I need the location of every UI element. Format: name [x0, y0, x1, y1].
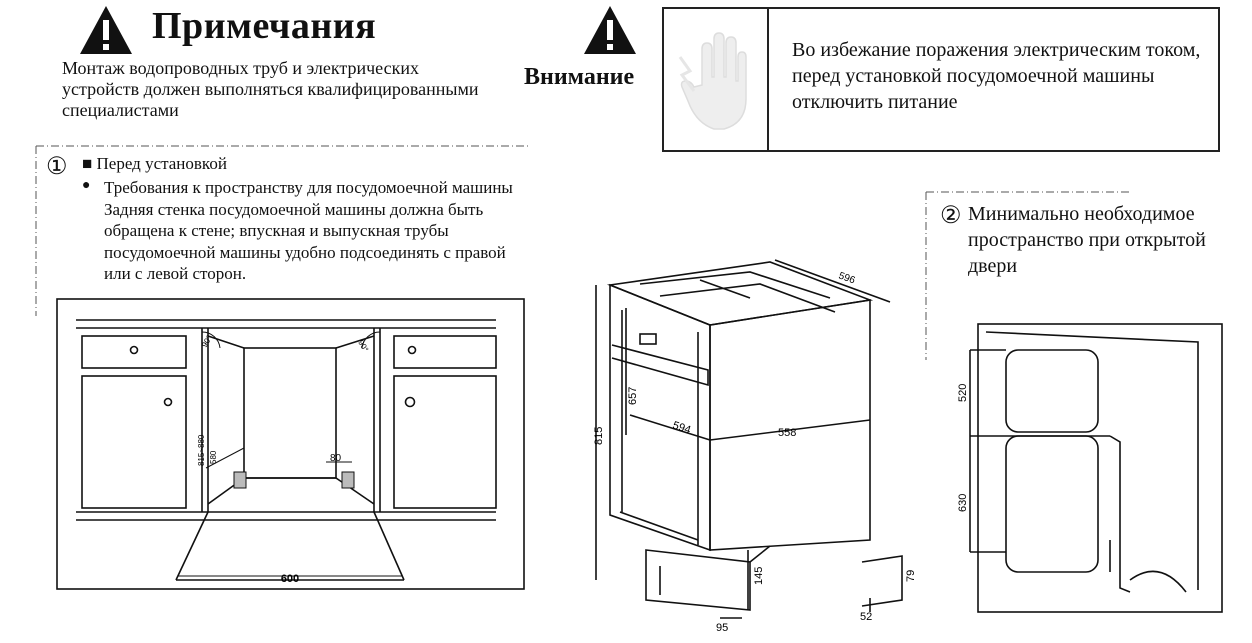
dim-630: 630 — [957, 494, 969, 512]
dim-95: 95 — [716, 622, 728, 634]
warning-triangle-icon — [80, 6, 132, 54]
dim-815-880: 815~880 — [197, 434, 206, 466]
dim-79: 79 — [905, 570, 917, 582]
dim-657: 657 — [627, 387, 639, 405]
step-1-heading-text: Перед установкой — [96, 154, 227, 173]
dishwasher-diagram: 596 657 594 558 815 145 79 95 52 — [593, 259, 917, 634]
dim-520: 520 — [957, 384, 969, 402]
dim-815: 815 — [593, 427, 605, 445]
warning-triangle-icon — [584, 6, 636, 54]
left-drawer — [81, 335, 187, 369]
right-cabinet-door — [393, 375, 497, 509]
notes-title: Примечания — [152, 5, 377, 47]
dim-580: 580 — [209, 450, 218, 464]
warning-box-divider — [767, 9, 769, 150]
dim-594: 594 — [671, 419, 692, 436]
top-face — [606, 261, 874, 326]
dim-558: 558 — [778, 427, 796, 439]
step-1-text: Требования к пространству для посудомоеч… — [104, 178, 513, 284]
angle-right: 90° — [356, 339, 370, 354]
dim-145: 145 — [753, 567, 765, 585]
step-1-number: ① — [46, 154, 68, 180]
clearance-frame — [977, 323, 1223, 613]
warning-box: Во избежание поражения электрическим ток… — [662, 7, 1220, 152]
step-2-text: Минимально необходимое пространство при … — [968, 203, 1206, 277]
warning-text: Во избежание поражения электрическим ток… — [792, 39, 1201, 113]
side-face — [709, 299, 871, 551]
step-1-heading: ■ Перед установкой — [82, 154, 227, 174]
attention-label: Внимание — [524, 64, 635, 90]
right-drawer — [393, 335, 497, 369]
lower-compartment — [1005, 435, 1099, 573]
step-2-number: ② — [940, 203, 962, 229]
clearance-diagram: 520 630 — [957, 323, 1223, 613]
niche-diagram: 600 80 815~880 580 90° 90° — [56, 298, 525, 590]
notes-text: Монтаж водопроводных труб и электрически… — [62, 58, 479, 120]
square-bullet-icon: ■ — [82, 154, 93, 173]
dim-80: 80 — [330, 453, 342, 464]
upper-compartment — [1005, 349, 1099, 433]
dim-600: 600 — [281, 573, 299, 585]
niche-frame — [56, 298, 525, 590]
electric-hand-icon — [678, 32, 747, 130]
niche-back-wall — [243, 347, 337, 479]
dim-52: 52 — [860, 611, 872, 623]
bullet-icon: ● — [82, 178, 91, 193]
front-face — [609, 283, 711, 552]
left-cabinet-door — [81, 375, 187, 509]
